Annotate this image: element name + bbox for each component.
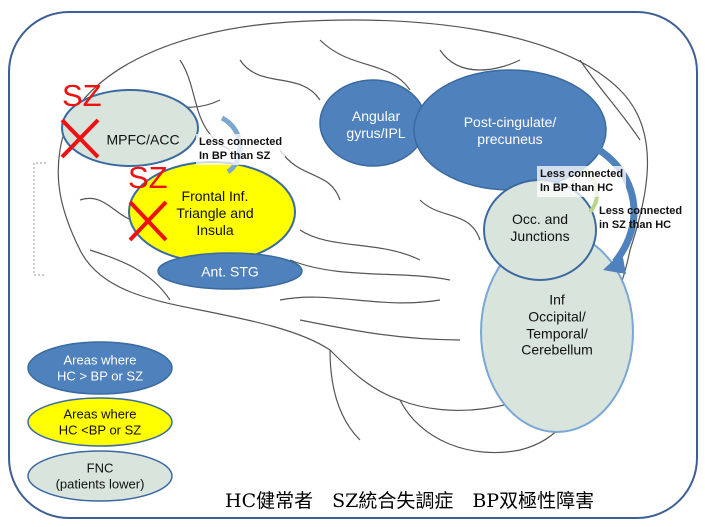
label-frontal: Frontal Inf. Triangle and Insula	[176, 188, 253, 238]
legend-line: HC <BP or SZ	[58, 422, 142, 437]
note-line: Less connected	[199, 136, 283, 148]
legend-blue-label: Areas where HC > BP or SZ	[57, 352, 143, 383]
legend-line: Areas where	[63, 352, 137, 368]
note-line: In BP than HC	[540, 182, 614, 195]
region-ant-stg	[157, 252, 303, 290]
label-line: Inf	[549, 291, 565, 308]
region-mpfc	[61, 89, 199, 167]
label-occ: Occ. and Junctions	[510, 211, 569, 245]
sz-marker: SZ	[62, 78, 102, 113]
legend-yellow-label: Areas where HC <BP or SZ	[59, 406, 141, 437]
x-mark-icon	[60, 118, 168, 242]
label-line: precuneus	[477, 131, 543, 147]
frame	[8, 11, 698, 519]
arrow-blue-curve	[594, 145, 638, 265]
label-line: Triangle and	[176, 204, 254, 221]
legend-line: FNC	[86, 460, 114, 476]
side-bracket	[33, 162, 46, 276]
label-line: Temporal/	[526, 325, 588, 341]
legend-line: HC > BP or SZ	[56, 368, 144, 383]
note-line: in SZ than HC	[599, 219, 672, 232]
legend-line: (patients lower)	[55, 476, 145, 491]
label-line: gyrus/IPL	[346, 125, 406, 141]
label-line: Post-cingulate/	[463, 114, 557, 131]
sz-marker: SZ	[128, 160, 168, 195]
legend-blue-swatch	[27, 341, 173, 395]
label-line: Frontal Inf.	[181, 187, 249, 204]
label-angular: Angular gyrus/IPL	[346, 108, 405, 142]
note-line: Less connected	[540, 168, 624, 180]
label-inf-occ: Inf Occipital/ Temporal/ Cerebellum	[521, 291, 593, 358]
label-mpfc: MPFC/ACC	[106, 131, 180, 148]
label-line: Insula	[196, 221, 234, 238]
label-line: Junctions	[510, 228, 570, 244]
label-line: Cerebellum	[521, 341, 593, 358]
label-line: Occipital/	[528, 308, 586, 325]
note-line: In BP than SZ	[199, 150, 271, 163]
brain-sketch	[57, 19, 649, 454]
label-line: Angular	[351, 108, 401, 125]
note-sz-hc: Less connected in SZ than HC	[596, 203, 685, 234]
note-line: Less connected	[599, 205, 683, 217]
label-ant-stg: Ant. STG	[201, 263, 259, 280]
legend-line: Areas where	[63, 406, 137, 422]
legend-yellow-swatch	[27, 397, 173, 447]
legend-gray-swatch	[27, 450, 173, 502]
note-bp-sz: Less connected In BP than SZ	[196, 134, 286, 165]
arrow-head	[603, 252, 626, 274]
caption: HC健常者 SZ統合失調症 BP双極性障害	[225, 490, 595, 512]
legend-gray-label: FNC (patients lower)	[56, 460, 145, 491]
label-post-cingulate: Post-cingulate/ precuneus	[464, 114, 557, 148]
note-bp-hc: Less connected In BP than HC	[537, 166, 627, 197]
label-line: Occ. and	[511, 211, 569, 228]
